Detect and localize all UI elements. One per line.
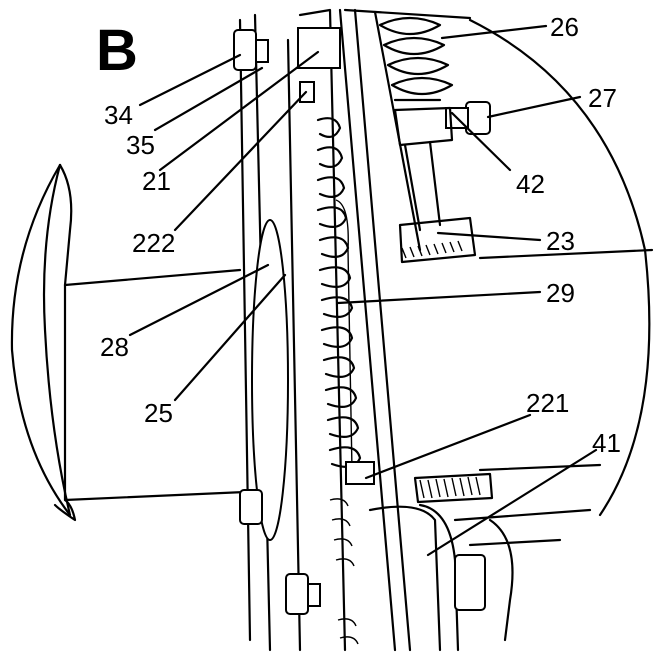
- spring-26: [378, 16, 454, 102]
- lower-thread: [413, 472, 494, 504]
- label-42: 42: [516, 169, 545, 199]
- bracket-42: [393, 106, 454, 232]
- label-26: 26: [550, 12, 579, 42]
- label-28: 28: [100, 332, 129, 362]
- label-27: 27: [588, 83, 617, 113]
- label-23: 23: [546, 226, 575, 256]
- detail-boundary-left: [10, 163, 72, 517]
- bolt-lower-2: [285, 573, 321, 615]
- bolt-34: [233, 29, 269, 71]
- flange-disc: [238, 13, 302, 652]
- label-25: 25: [144, 398, 173, 428]
- nut-23: [398, 216, 477, 264]
- label-29: 29: [546, 278, 575, 308]
- label-41: 41: [592, 428, 621, 458]
- assembly-41: [368, 503, 592, 652]
- label-35: 35: [126, 130, 155, 160]
- figure-letter: B: [96, 18, 138, 83]
- label-221: 221: [526, 388, 569, 418]
- spring-29: [316, 117, 375, 645]
- label-34: 34: [104, 100, 133, 130]
- detail-boundary: [468, 18, 651, 517]
- shaft: [42, 163, 654, 522]
- bolt-lower-1: [239, 489, 263, 525]
- label-21: 21: [142, 166, 171, 196]
- leader-lines: [128, 24, 598, 557]
- label-222: 222: [132, 228, 175, 258]
